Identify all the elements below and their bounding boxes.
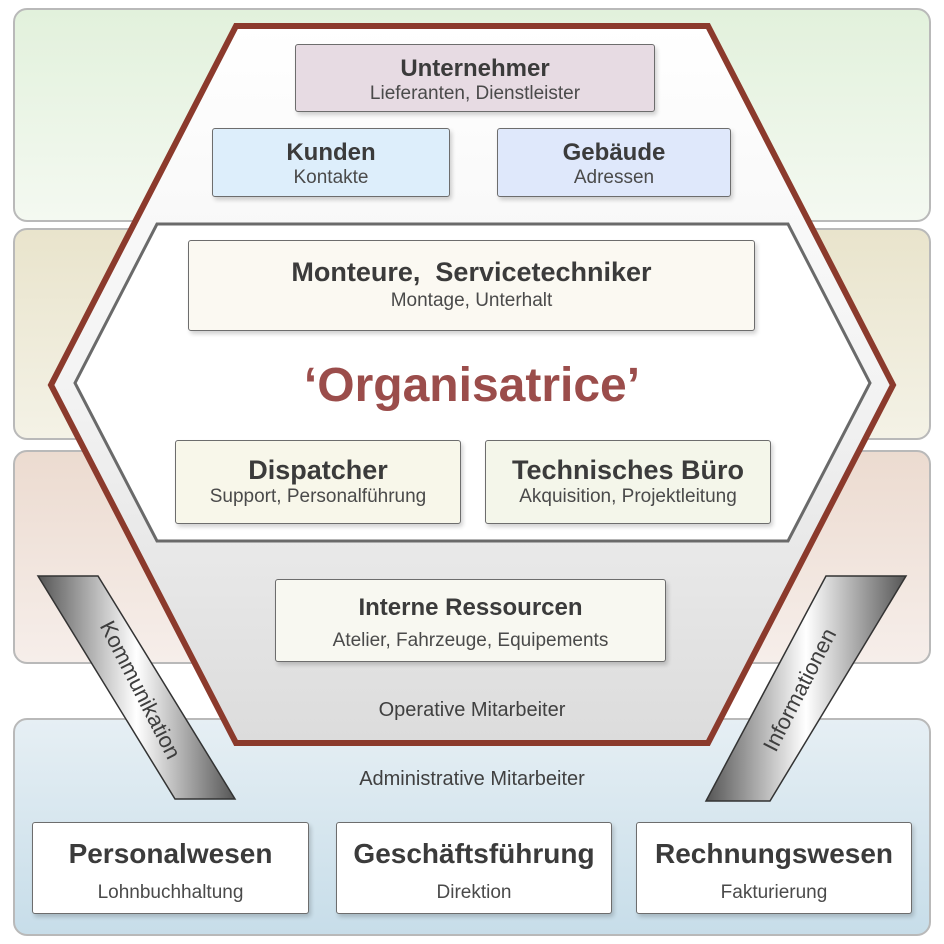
gebaeude-box: Gebäude Adressen [497,128,731,197]
rechnungswesen-box: Rechnungswesen Fakturierung [636,822,912,914]
dispatcher-title: Dispatcher [248,455,388,485]
monteure-subtitle: Montage, Unterhalt [390,290,553,311]
unternehmer-title: Unternehmer [400,55,550,82]
gebaeude-subtitle: Adressen [573,167,655,188]
informationen-strap [704,575,908,802]
technisches-buero-title: Technisches Büro [511,455,745,485]
kunden-subtitle: Kontakte [293,167,369,188]
interne-ressourcen-title: Interne Ressourcen [358,594,583,621]
operative-mitarbeiter-label: Operative Mitarbeiter [378,699,566,721]
unternehmer-subtitle: Lieferanten, Dienstleister [369,83,581,104]
interne-ressourcen-box: Interne Ressourcen Atelier, Fahrzeuge, E… [275,579,666,662]
geschaeftsfuehrung-box: Geschäftsführung Direktion [336,822,612,914]
personalwesen-subtitle: Lohnbuchhaltung [97,882,244,903]
rechnungswesen-title: Rechnungswesen [654,838,894,869]
personalwesen-title: Personalwesen [68,838,273,869]
dispatcher-box: Dispatcher Support, Personalführung [175,440,461,524]
gebaeude-title: Gebäude [562,139,666,166]
technisches-buero-subtitle: Akquisition, Projektleitung [519,486,737,507]
kunden-title: Kunden [286,139,376,166]
geschaeftsfuehrung-title: Geschäftsführung [353,838,595,869]
interne-ressourcen-subtitle: Atelier, Fahrzeuge, Equipements [332,630,609,651]
unternehmer-box: Unternehmer Lieferanten, Dienstleister [295,44,655,112]
personalwesen-box: Personalwesen Lohnbuchhaltung [32,822,309,914]
administrative-mitarbeiter-label: Administrative Mitarbeiter [359,768,585,790]
technisches-buero-box: Technisches Büro Akquisition, Projektlei… [485,440,771,524]
rechnungswesen-subtitle: Fakturierung [720,882,828,903]
monteure-box: Monteure, Servicetechniker Montage, Unte… [188,240,755,331]
monteure-title: Monteure, Servicetechniker [291,257,652,287]
geschaeftsfuehrung-subtitle: Direktion [436,882,512,903]
organisatrice-title: ‘Organisatrice’ [303,359,641,412]
dispatcher-subtitle: Support, Personalführung [209,486,427,507]
kommunikation-strap [36,575,237,800]
kunden-box: Kunden Kontakte [212,128,450,197]
